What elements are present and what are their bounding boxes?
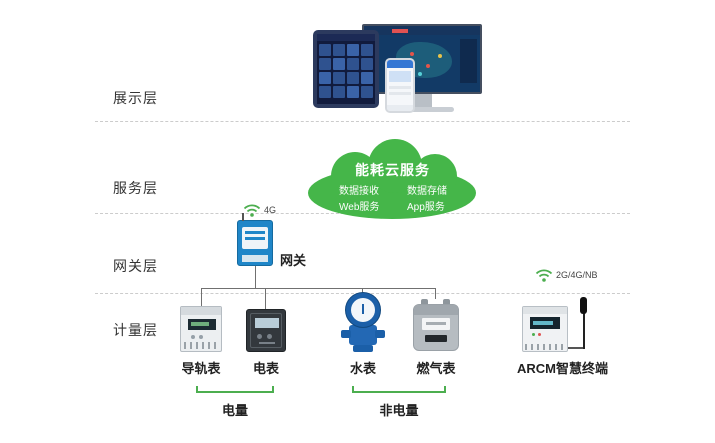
connector-line [201, 288, 435, 289]
cloud-item-data-receive: 数据接收 [339, 186, 379, 197]
wifi-icon [535, 268, 553, 282]
monitor-dashboard-screen [362, 24, 482, 94]
connector-line [362, 288, 363, 293]
arcm-terminal-graphic [522, 297, 594, 353]
layer-label-service: 服务层 [113, 180, 158, 196]
cloud-shape-icon [308, 139, 476, 219]
cloud-item-web-service: Web服务 [339, 202, 380, 213]
group-label-non-electric: 非电量 [379, 403, 419, 418]
meter-label-din-rail: 导轨表 [181, 361, 221, 376]
connector-line [435, 288, 436, 299]
tablet-graphic [313, 30, 379, 108]
meter-label-electric: 电表 [252, 361, 279, 376]
meter-label-gas: 燃气表 [416, 361, 456, 376]
electric-meter-graphic [246, 309, 286, 352]
bracket-electric [196, 386, 274, 393]
layer-label-metering: 计量层 [113, 322, 158, 338]
layer-label-gateway: 网关层 [113, 258, 158, 274]
monitor-graphic [362, 24, 482, 112]
bracket-non-electric [352, 386, 446, 393]
cloud-item-app-service: App服务 [407, 202, 445, 213]
wifi-icon [243, 203, 261, 217]
cloud-service: 能耗云服务 数据接收 数据存储 Web服务 App服务 [305, 138, 480, 220]
layer-separator [95, 121, 630, 122]
group-label-electric: 电量 [221, 403, 248, 418]
connector-line [201, 288, 202, 306]
meter-label-water: 水表 [349, 361, 376, 376]
gas-meter-graphic [413, 299, 459, 352]
tablet-tile-grid [319, 44, 373, 102]
antenna-icon [583, 311, 585, 349]
meter-label-arcm: ARCM智慧终端 [517, 361, 608, 376]
connector-line [265, 288, 266, 309]
cloud-title: 能耗云服务 [355, 162, 430, 178]
layer-label-display: 展示层 [113, 90, 158, 106]
connector-line [255, 266, 256, 288]
water-meter-graphic [341, 292, 385, 356]
arcm-signal-label: 2G/4G/NB [556, 270, 598, 280]
gateway-label: 网关 [280, 253, 307, 268]
cloud-item-data-storage: 数据存储 [407, 186, 447, 197]
gateway-signal-label: 4G [264, 205, 277, 215]
antenna-stub-icon [242, 213, 244, 221]
din-rail-meter-graphic [180, 306, 222, 352]
phone-graphic [385, 58, 415, 113]
gateway-device-graphic [237, 213, 273, 266]
